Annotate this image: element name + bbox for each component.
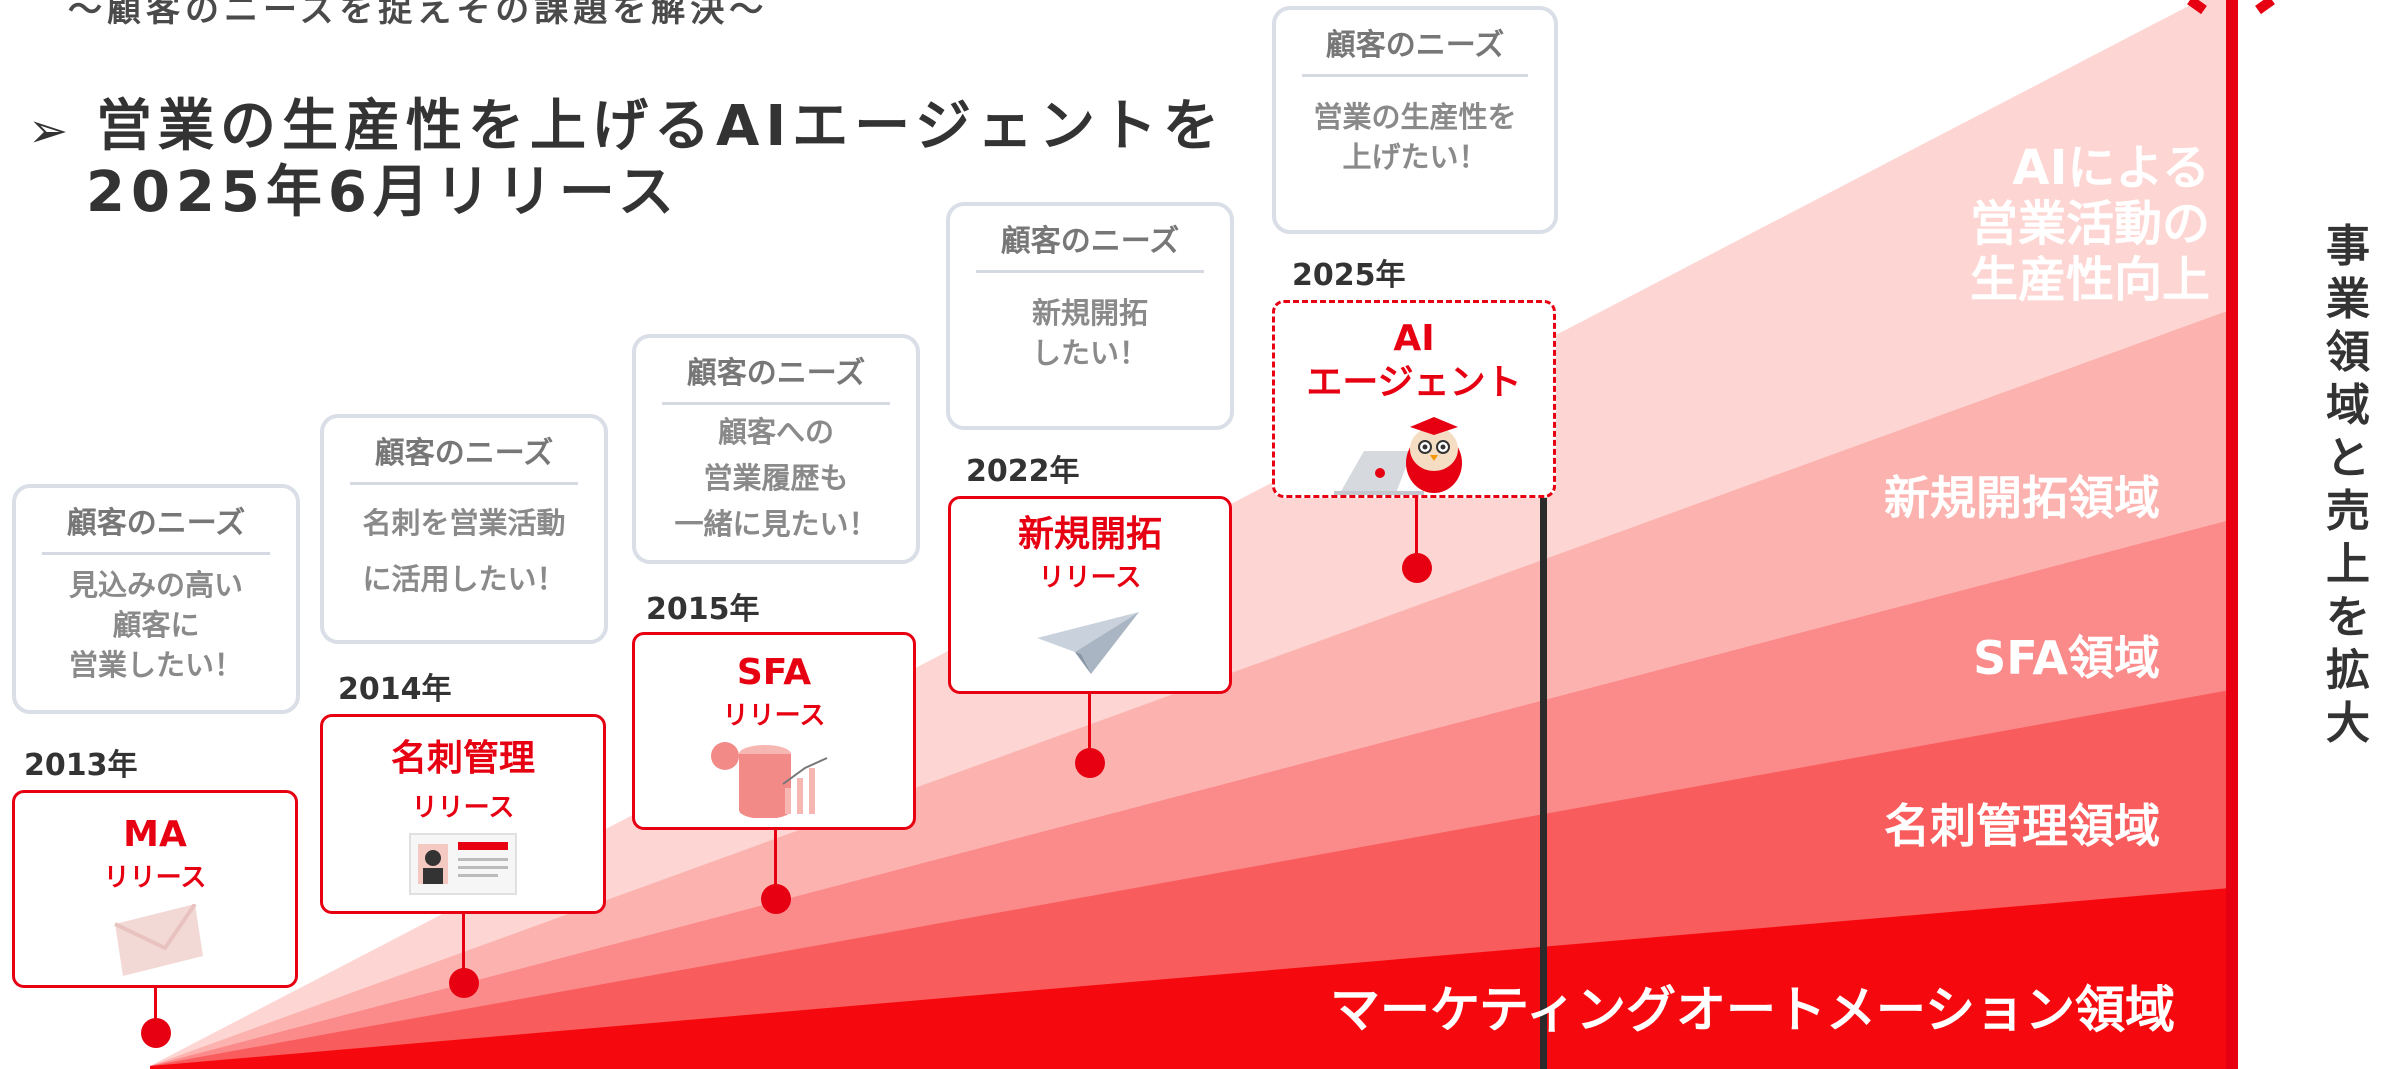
vertical-label: 事業領域と売上を拡大: [2326, 221, 2370, 749]
release-subtitle: リリース: [103, 863, 207, 893]
region-label-card-mgmt: 名刺管理領域: [1884, 799, 2160, 853]
need-bubble-2022: 顧客のニーズ 新規開拓 したい！: [946, 202, 1234, 430]
need-bubble-2015: 顧客のニーズ 顧客への 営業履歴も 一緒に見たい！: [632, 334, 920, 564]
release-card-new-dev: 新規開拓 リリース: [948, 496, 1232, 694]
database-chart-icon: [711, 742, 828, 819]
business-card-icon: [409, 833, 517, 895]
axis-arrow: [2187, 0, 2275, 15]
need-text: 顧客への 営業履歴も 一緒に見たい！: [674, 415, 878, 541]
release-card-sfa: SFA リリース: [632, 632, 916, 830]
need-bubble-2014: 顧客のニーズ 名刺を営業活動 に活用したい！: [320, 414, 608, 644]
release-title: AI エージェント: [1306, 318, 1522, 403]
wedge-ma: [150, 888, 2230, 1069]
timeline-stem: [462, 914, 465, 974]
headline-line-1: 営業の生産性を上げるAIエージェントを: [96, 94, 1226, 159]
headline-line-2: 2025年6月リリース: [86, 160, 681, 225]
need-text: 新規開拓 したい！: [1031, 296, 1148, 370]
need-text: 営業の生産性を 上げたい！: [1313, 100, 1517, 174]
release-title: SFA: [736, 652, 812, 693]
release-card-card-mgmt: 名刺管理 リリース: [320, 714, 606, 914]
timeline-dot: [1075, 748, 1105, 778]
region-label-ai: AIによる 営業活動の 生産性向上: [1969, 140, 2210, 308]
release-title: MA: [123, 814, 187, 855]
release-card-ma: MA リリース: [12, 790, 298, 988]
need-text: 見込みの高い 顧客に 営業したい！: [68, 568, 243, 682]
year-label: 2013年: [24, 748, 138, 783]
current-marker-line: [1540, 495, 1547, 1069]
need-bubble-2013: 顧客のニーズ 見込みの高い 顧客に 営業したい！: [12, 484, 300, 714]
page-subtitle: ～顧客のニーズを捉えその課題を解決～: [68, 0, 769, 30]
envelope-icon: [114, 902, 203, 976]
timeline-dot: [141, 1018, 171, 1048]
year-label: 2025年: [1292, 258, 1406, 293]
owl-mascot-icon: [1334, 417, 1462, 495]
year-label: 2022年: [966, 454, 1080, 489]
timeline-dot: [761, 884, 791, 914]
year-label: 2014年: [338, 672, 452, 707]
release-subtitle: リリース: [1038, 563, 1142, 593]
region-label-new-dev: 新規開拓領域: [1884, 471, 2160, 525]
need-header: 顧客のニーズ: [976, 216, 1204, 273]
axis-bar: [2226, 0, 2238, 1069]
timeline-dot: [1402, 553, 1432, 583]
paper-plane-icon: [1037, 612, 1139, 674]
year-label: 2015年: [646, 592, 760, 627]
timeline-stem: [154, 988, 157, 1022]
region-label-ma: マーケティングオートメーション領域: [1330, 981, 2175, 1039]
timeline-stem: [1088, 694, 1091, 752]
need-text: 名刺を営業活動 に活用したい！: [362, 506, 566, 596]
need-bubble-2025: 顧客のニーズ 営業の生産性を 上げたい！: [1272, 6, 1558, 234]
timeline-dot: [449, 968, 479, 998]
timeline-stem: [774, 830, 777, 890]
bullet-arrow-icon: ➢: [28, 103, 75, 159]
release-card-ai-agent: AI エージェント: [1272, 300, 1556, 498]
release-subtitle: リリース: [722, 701, 826, 731]
release-title: 新規開拓: [1017, 514, 1162, 555]
need-header: 顧客のニーズ: [662, 348, 890, 405]
region-label-sfa: SFA領域: [1973, 631, 2160, 685]
timeline-stem: [1415, 498, 1418, 560]
need-header: 顧客のニーズ: [42, 498, 270, 555]
need-header: 顧客のニーズ: [350, 428, 578, 485]
need-header: 顧客のニーズ: [1302, 20, 1528, 77]
release-title: 名刺管理: [390, 738, 535, 779]
release-subtitle: リリース: [411, 793, 515, 823]
